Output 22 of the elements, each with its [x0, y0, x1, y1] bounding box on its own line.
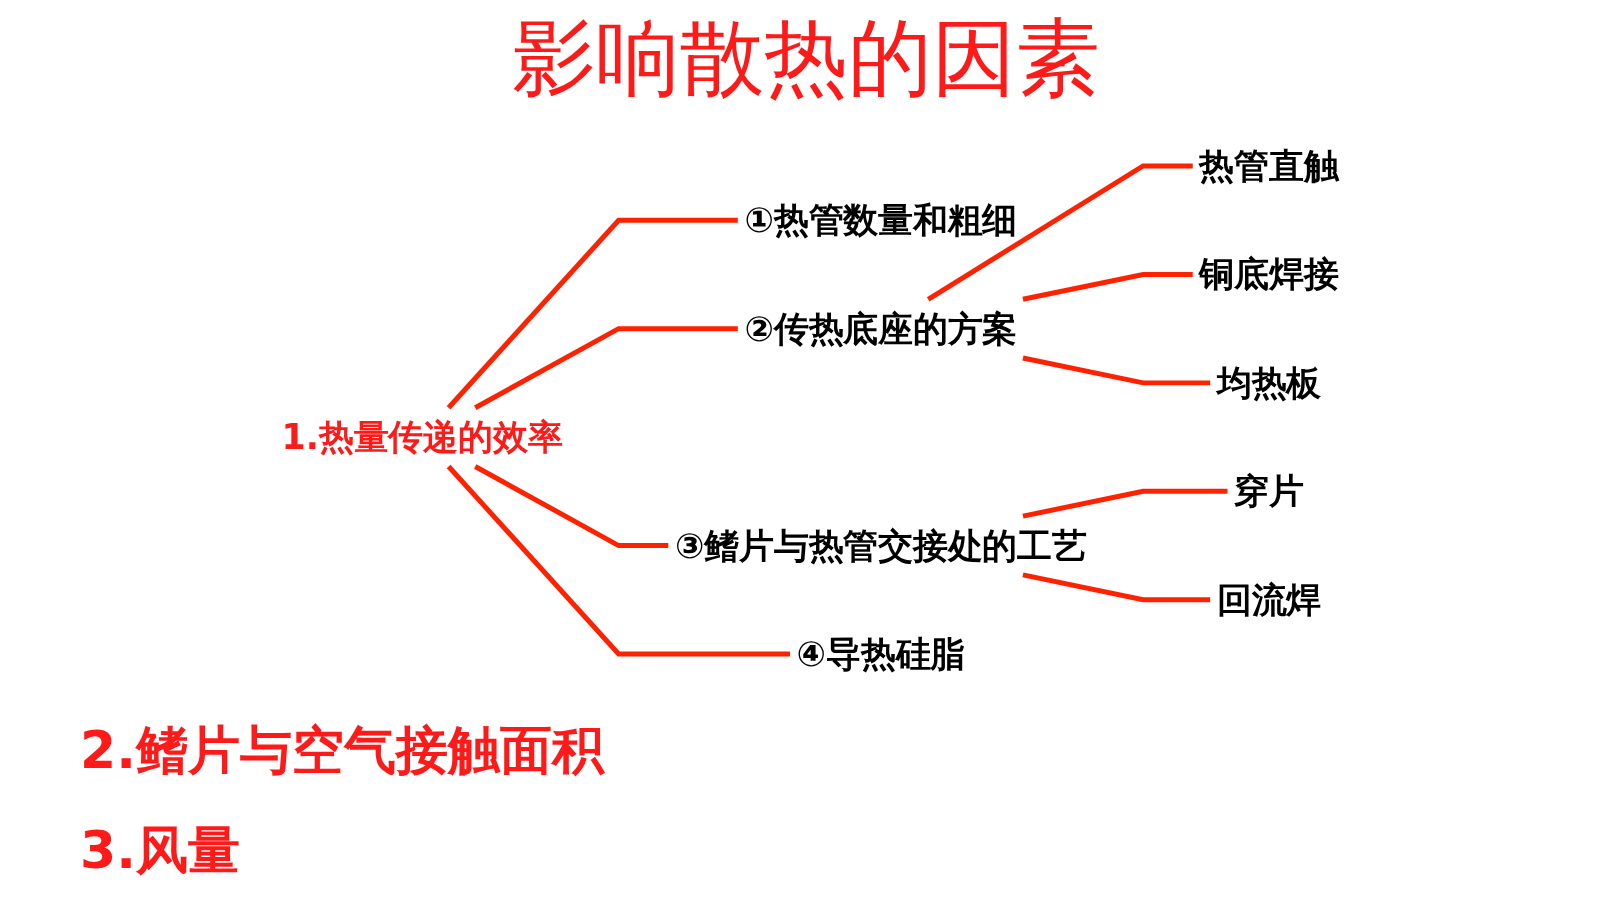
node-text: 热管直触 — [1199, 145, 1339, 187]
title: 影响散热的因素 — [511, 8, 1101, 108]
connector — [446, 217, 738, 410]
connector — [474, 326, 738, 410]
node-text: 回流焊 — [1216, 579, 1322, 621]
heading-text: 3.风量 — [80, 819, 240, 882]
node-text: ②传热底座的方案 — [744, 308, 1018, 349]
connector — [1022, 488, 1228, 519]
connector — [1022, 355, 1211, 386]
connector — [474, 464, 669, 549]
node-text: 均热板 — [1216, 362, 1322, 404]
heading-text: 2.鳍片与空气接触面积 — [80, 719, 604, 782]
connector — [1022, 572, 1211, 603]
connector — [446, 464, 790, 657]
node-text: 1.热量传递的效率 — [281, 416, 563, 458]
node-text: ①热管数量和粗细 — [744, 199, 1018, 241]
node-text: ③鳍片与热管交接处的工艺 — [674, 525, 1087, 566]
node-text: ④导热硅脂 — [796, 633, 966, 675]
node-text: 穿片 — [1234, 471, 1304, 512]
node-text: 铜底焊接 — [1199, 254, 1339, 295]
connector — [926, 163, 1193, 302]
connector — [1022, 271, 1193, 302]
